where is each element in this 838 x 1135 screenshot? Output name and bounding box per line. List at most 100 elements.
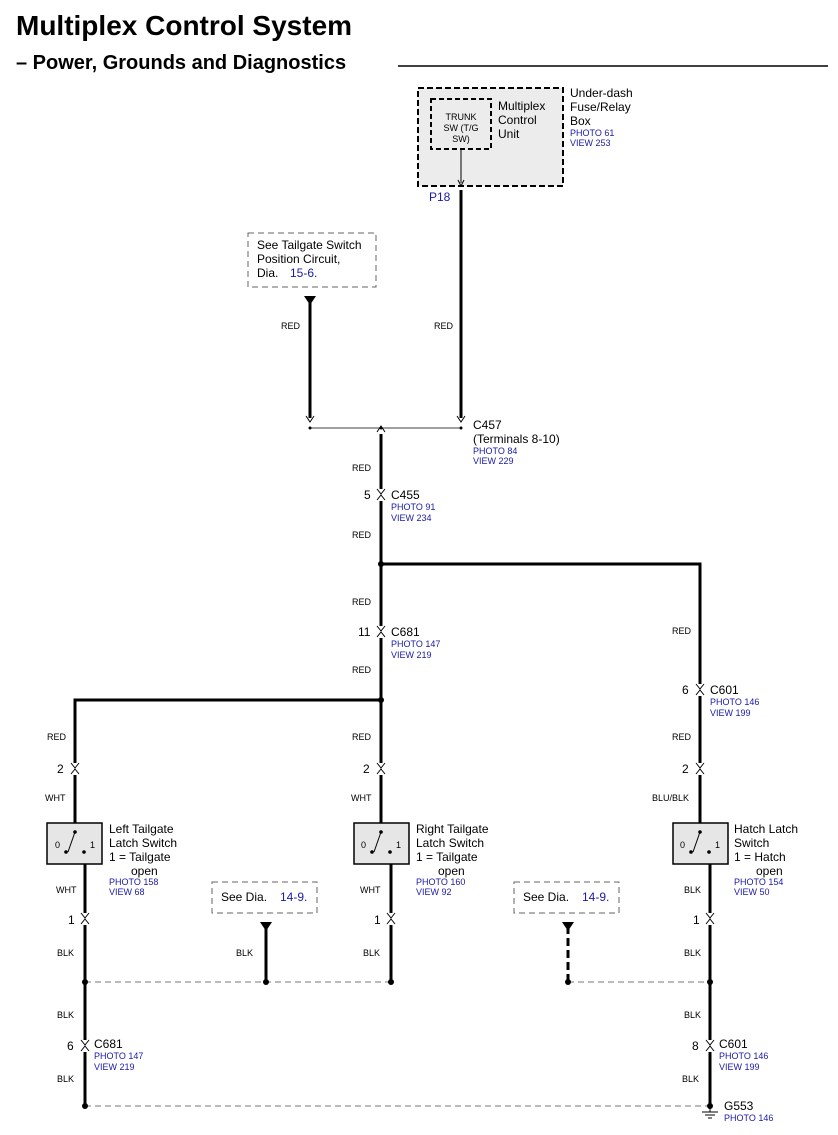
hatch-switch-name-2: Switch (734, 836, 769, 850)
right-switch-name-3: 1 = Tailgate (416, 850, 478, 864)
fuse-relay-box[interactable]: TRUNK SW (T/G SW) Multiplex Control Unit (417, 87, 564, 188)
hatch-switch-view[interactable]: VIEW 50 (734, 887, 770, 897)
right-switch-pos1: 1 (396, 840, 401, 850)
see-dia-right-text: See Dia. (523, 890, 569, 904)
mcu-label-1: Multiplex (498, 99, 545, 113)
hatch-switch-photo[interactable]: PHOTO 154 (734, 877, 783, 887)
wire-label-red-2: RED (281, 321, 301, 331)
trunk-switch-label-1: TRUNK (446, 112, 477, 122)
g553-name: G553 (724, 1099, 754, 1113)
wire-label-blu-blk: BLU/BLK (652, 793, 689, 803)
c455-view[interactable]: VIEW 234 (391, 513, 432, 523)
right-switch-name-4: open (438, 864, 465, 878)
hatch-switch-name-1: Hatch Latch (734, 822, 798, 836)
hatch-switch-name-3: 1 = Hatch (734, 850, 786, 864)
page-subtitle: – Power, Grounds and Diagnostics (16, 52, 355, 75)
wire-label-red-7: RED (352, 665, 372, 675)
wire-label-red-10: RED (672, 732, 692, 742)
trunk-switch-label-3: SW) (452, 134, 470, 144)
c455-photo[interactable]: PHOTO 91 (391, 502, 435, 512)
c681-top-view[interactable]: VIEW 219 (391, 650, 432, 660)
wire-label-wht-2: WHT (351, 793, 372, 803)
c681-bot-photo[interactable]: PHOTO 147 (94, 1051, 143, 1061)
mcu-label-2: Control (498, 113, 537, 127)
wire-label-red-9: RED (352, 732, 372, 742)
see-dia-left-text: See Dia. (221, 890, 267, 904)
c457-view[interactable]: VIEW 229 (473, 456, 514, 466)
right-switch-pin-bot: 1 (374, 913, 381, 927)
wire-label-wht-3: WHT (56, 885, 77, 895)
left-switch-view[interactable]: VIEW 68 (109, 887, 145, 897)
g553-photo[interactable]: PHOTO 146 (724, 1113, 773, 1123)
hatch-switch-pin-top: 2 (682, 762, 689, 776)
right-switch-view[interactable]: VIEW 92 (416, 887, 452, 897)
right-latch-switch[interactable]: 0 1 (353, 822, 410, 865)
left-switch-photo[interactable]: PHOTO 158 (109, 877, 158, 887)
wire-label-red-3: RED (352, 463, 372, 473)
see-dia-left-link[interactable]: 14-9. (280, 890, 307, 904)
see-dia-right-link[interactable]: 14-9. (582, 890, 609, 904)
c457-name: C457 (473, 418, 502, 432)
right-switch-pin-top: 2 (363, 762, 370, 776)
c457-photo[interactable]: PHOTO 84 (473, 446, 517, 456)
wire-label-red-5: RED (672, 626, 692, 636)
hatch-switch-name-4: open (756, 864, 783, 878)
c601-top-view[interactable]: VIEW 199 (710, 708, 751, 718)
c601-bot-pin: 8 (692, 1039, 699, 1053)
c681-bot-name: C681 (94, 1037, 123, 1051)
fuse-box-label-1: Under-dash (570, 86, 633, 100)
see-tailgate-line-1: See Tailgate Switch (257, 238, 362, 252)
see-tailgate-line-2: Position Circuit, (257, 252, 340, 266)
c455-pin: 5 (364, 488, 371, 502)
right-switch-name-2: Latch Switch (416, 836, 484, 850)
left-switch-name-1: Left Tailgate (109, 822, 174, 836)
fuse-box-label-2: Fuse/Relay (570, 100, 631, 114)
left-switch-pos1: 1 (90, 840, 95, 850)
right-switch-photo[interactable]: PHOTO 160 (416, 877, 465, 887)
wire-label-blk-5: BLK (236, 948, 253, 958)
wire-label-red-4: RED (352, 530, 372, 540)
pin-p18: P18 (429, 190, 451, 204)
wire-label-blk-1: BLK (684, 885, 701, 895)
c601-bot-photo[interactable]: PHOTO 146 (719, 1051, 768, 1061)
fuse-box-photo[interactable]: PHOTO 61 (570, 128, 614, 138)
c601-bot-name: C601 (719, 1037, 748, 1051)
hatch-switch-pos0: 0 (680, 840, 685, 850)
wire-label-blk-2: BLK (57, 948, 74, 958)
wire-label-red-8: RED (47, 732, 67, 742)
c681-top-photo[interactable]: PHOTO 147 (391, 639, 440, 649)
left-switch-pin-bot: 1 (68, 913, 75, 927)
c681-bot-view[interactable]: VIEW 219 (94, 1062, 135, 1072)
c457-note: (Terminals 8-10) (473, 432, 560, 446)
wire-red-hatch-branch (381, 562, 702, 684)
c601-bot-view[interactable]: VIEW 199 (719, 1062, 760, 1072)
c601-top-photo[interactable]: PHOTO 146 (710, 697, 759, 707)
ground-icon (702, 1106, 718, 1119)
wire-label-blk-8: BLK (57, 1074, 74, 1084)
see-tailgate-link[interactable]: 15-6. (290, 266, 317, 280)
left-switch-name-3: 1 = Tailgate (109, 850, 171, 864)
c681-top-name: C681 (391, 625, 420, 639)
see-dia-reference-left[interactable]: See Dia. 14-9. (211, 881, 318, 914)
wire-label-red-1: RED (434, 321, 454, 331)
right-switch-pos0: 0 (361, 840, 366, 850)
wire-label-blk-6: BLK (57, 1010, 74, 1020)
left-switch-name-4: open (131, 864, 158, 878)
see-tailgate-reference[interactable]: See Tailgate Switch Position Circuit, Di… (247, 232, 377, 288)
wire-label-blk-4: BLK (684, 948, 701, 958)
wire-label-blk-9: BLK (682, 1074, 699, 1084)
hatch-latch-switch[interactable]: 0 1 (672, 822, 729, 865)
see-dia-reference-right[interactable]: See Dia. 14-9. (513, 881, 620, 914)
wire-label-red-6: RED (352, 597, 372, 607)
c455-name: C455 (391, 488, 420, 502)
hatch-switch-pos1: 1 (715, 840, 720, 850)
c681-top-pin: 11 (358, 625, 371, 639)
fuse-box-view[interactable]: VIEW 253 (570, 138, 611, 148)
mcu-label-3: Unit (498, 127, 520, 141)
trunk-switch-label-2: SW (T/G (444, 123, 479, 133)
fuse-box-label-3: Box (570, 114, 591, 128)
wire-label-blk-7: BLK (684, 1010, 701, 1020)
wire-label-wht-1: WHT (45, 793, 66, 803)
left-latch-switch[interactable]: 0 1 (46, 822, 103, 865)
c681-bot-pin: 6 (67, 1039, 74, 1053)
